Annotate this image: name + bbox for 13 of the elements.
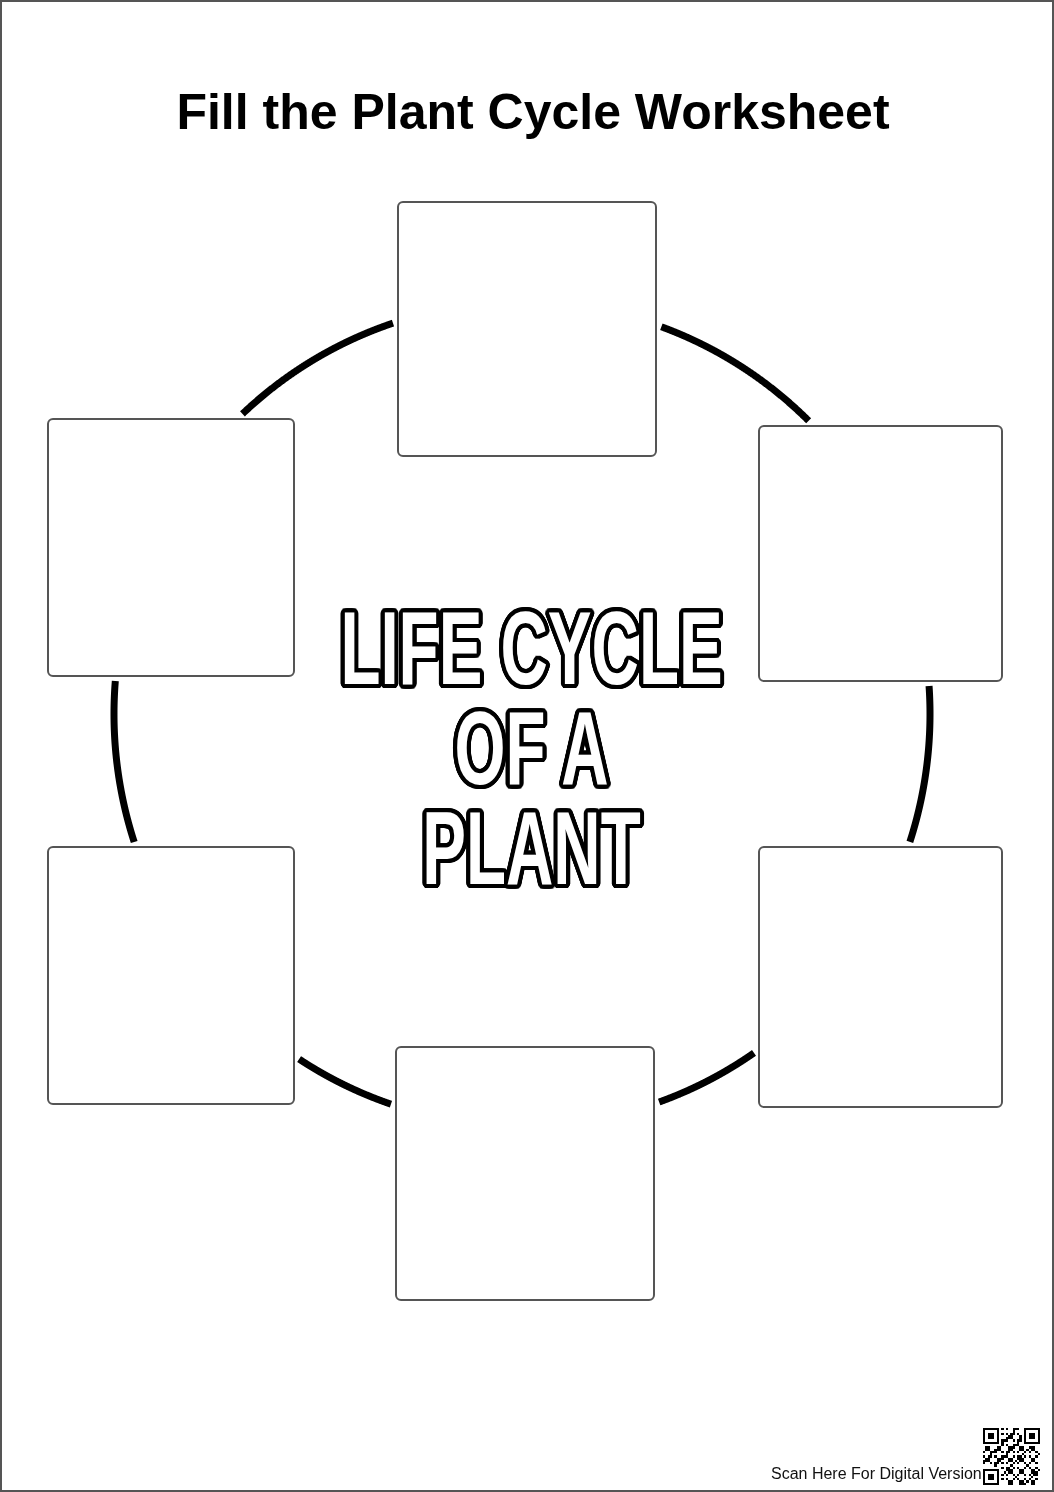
worksheet-title: Fill the Plant Cycle Worksheet: [176, 83, 890, 142]
answer-box: [397, 201, 657, 457]
cycle-arc-line: [239, 319, 397, 418]
answer-box: [47, 846, 295, 1105]
scan-note: Scan Here For Digital Version: [771, 1465, 982, 1483]
cycle-arc-line: [295, 1055, 395, 1108]
answer-box: [47, 418, 295, 677]
cycle-center-title: LIFE CYCLE OF A PLANT: [338, 598, 725, 898]
cycle-arc-line: [655, 1049, 758, 1106]
answer-box: [758, 425, 1003, 682]
cycle-arc-line: [658, 323, 812, 425]
answer-box: [758, 846, 1003, 1108]
answer-box: [395, 1046, 655, 1301]
